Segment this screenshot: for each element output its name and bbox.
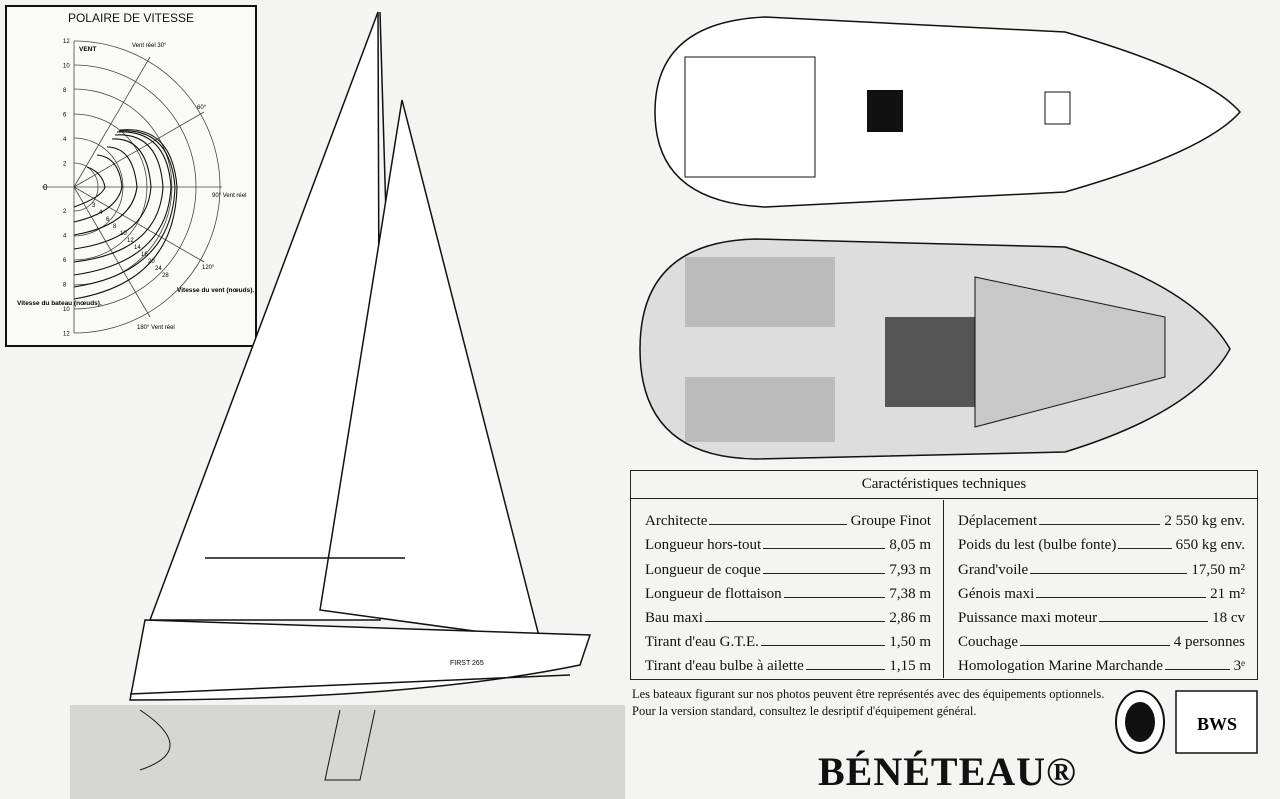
spec-row: Génois maxi 21 m² [958, 579, 1245, 603]
wind-speed-tick: 4 [99, 210, 103, 216]
speed-tick: 12 [63, 332, 70, 338]
polar-title: POLAIRE DE VITESSE [67, 11, 195, 25]
spec-value: 1,50 m [889, 634, 931, 651]
beneteau-logo: BÉNÉTEAU® [818, 749, 1077, 794]
spec-label: Tirant d'eau G.T.E. [645, 634, 759, 651]
speed-polar-diagram: POLAIRE DE VITESSE VENT 0 Vitesse du bat… [5, 5, 257, 347]
spec-row: Grand'voile 17,50 m² [958, 554, 1245, 578]
spec-row: Longueur hors-tout 8,05 m [645, 530, 931, 554]
speed-tick: 10 [63, 307, 70, 313]
spec-value: 18 cv [1212, 609, 1245, 626]
spec-label: Homologation Marine Marchande [958, 658, 1163, 675]
wind-speed-tick: 14 [134, 245, 141, 251]
spec-row: Couchage 4 personnes [958, 627, 1245, 651]
spec-value: 8,05 m [889, 537, 931, 554]
disclaimer-note: Les bateaux figurant sur nos photos peuv… [632, 687, 1105, 718]
spec-label: Couchage [958, 634, 1018, 651]
angle-label: 90° Vent réel [212, 193, 246, 199]
wind-label: VENT [79, 46, 96, 53]
boat-speed-label: Vitesse du bateau (nœuds). [17, 300, 102, 307]
speed-tick: 4 [63, 137, 67, 143]
spec-row: Architecte Groupe Finot [645, 506, 931, 530]
speed-tick: 6 [63, 113, 67, 119]
spec-label: Puissance maxi moteur [958, 609, 1098, 626]
spec-label: Grand'voile [958, 561, 1029, 578]
angle-label: 180° Vent réel [137, 325, 175, 331]
speed-tick: 2 [63, 209, 67, 215]
spec-row: Bau maxi 2,86 m [645, 603, 931, 627]
wind-speed-tick: 16 [141, 252, 148, 258]
bureau-veritas-logo [1115, 690, 1165, 754]
wind-speed-tick: 6 [106, 217, 110, 223]
spec-value: 7,38 m [889, 585, 931, 602]
spec-row: Tirant d'eau bulbe à ailette 1,15 m [645, 651, 931, 675]
spec-value: 3ᵉ [1233, 658, 1245, 675]
spec-label: Poids du lest (bulbe fonte) [958, 537, 1117, 554]
spec-label: Longueur hors-tout [645, 537, 762, 554]
deck-plan-drawing [654, 16, 1241, 208]
spec-value: 650 kg env. [1175, 537, 1245, 554]
spec-value: 21 m² [1210, 585, 1245, 602]
interior-layout-drawing [639, 238, 1231, 460]
speed-tick: 8 [63, 283, 67, 289]
specs-left-column: Architecte Groupe Finot Longueur hors-tou… [631, 500, 944, 678]
spec-row: Puissance maxi moteur 18 cv [958, 603, 1245, 627]
sailboat-profile-drawing: FIRST 265 [129, 11, 592, 781]
wind-speed-tick: 12 [127, 238, 134, 244]
spec-row: Déplacement 2 550 kg env. [958, 506, 1245, 530]
spec-value: 2,86 m [889, 609, 931, 626]
speed-tick: 12 [63, 39, 70, 45]
water-shading [70, 705, 625, 799]
angle-label: 60° [197, 105, 207, 111]
spec-label: Génois maxi [958, 585, 1035, 602]
speed-tick: 8 [63, 88, 67, 94]
speed-tick: 2 [63, 162, 67, 168]
spec-row: Poids du lest (bulbe fonte) 650 kg env. [958, 530, 1245, 554]
spec-row: Longueur de coque 7,93 m [645, 554, 931, 578]
spec-row: Longueur de flottaison 7,38 m [645, 579, 931, 603]
angle-label: 120° [202, 265, 215, 271]
spec-value: 4 personnes [1173, 634, 1245, 651]
svg-text:BWS: BWS [1197, 714, 1237, 734]
specs-right-column: Déplacement 2 550 kg env. Poids du lest (… [944, 500, 1257, 675]
spec-value: 2 550 kg env. [1164, 513, 1245, 530]
hull-text: FIRST 265 [450, 660, 484, 667]
speed-tick: 6 [63, 258, 67, 264]
origin-label: 0 [43, 183, 48, 192]
wind-speed-tick: 8 [113, 224, 117, 230]
spec-row: Tirant d'eau G.T.E. 1,50 m [645, 627, 931, 651]
bws-system-logo: BWS [1175, 690, 1258, 754]
wind-speed-tick: 24 [155, 266, 162, 272]
spec-label: Longueur de coque [645, 561, 761, 578]
speed-tick: 10 [63, 64, 70, 70]
speed-tick: 4 [63, 234, 67, 240]
wind-speed-tick: 28 [162, 273, 169, 279]
specs-title: Caractéristiques techniques [631, 471, 1257, 499]
spec-label: Déplacement [958, 513, 1038, 530]
spec-label: Architecte [645, 513, 708, 530]
angle-label: Vent réel 30° [132, 43, 167, 49]
wind-speed-label: Vitesse du vent (nœuds). [177, 287, 254, 294]
spec-value: 17,50 m² [1191, 561, 1245, 578]
spec-value: 7,93 m [889, 561, 931, 578]
spec-value: Groupe Finot [850, 513, 931, 530]
spec-label: Bau maxi [645, 609, 703, 626]
spec-label: Longueur de flottaison [645, 585, 782, 602]
polar-chart-graphic: VENT 0 Vitesse du bateau (nœuds). Vitess… [17, 39, 254, 338]
spec-value: 1,15 m [889, 658, 931, 675]
spec-row: Homologation Marine Marchande 3ᵉ [958, 651, 1245, 675]
wind-speed-tick: 10 [120, 231, 127, 237]
wind-speed-tick: 20 [148, 259, 155, 265]
wind-speed-tick: 3 [92, 203, 96, 209]
spec-label: Tirant d'eau bulbe à ailette [645, 658, 804, 675]
